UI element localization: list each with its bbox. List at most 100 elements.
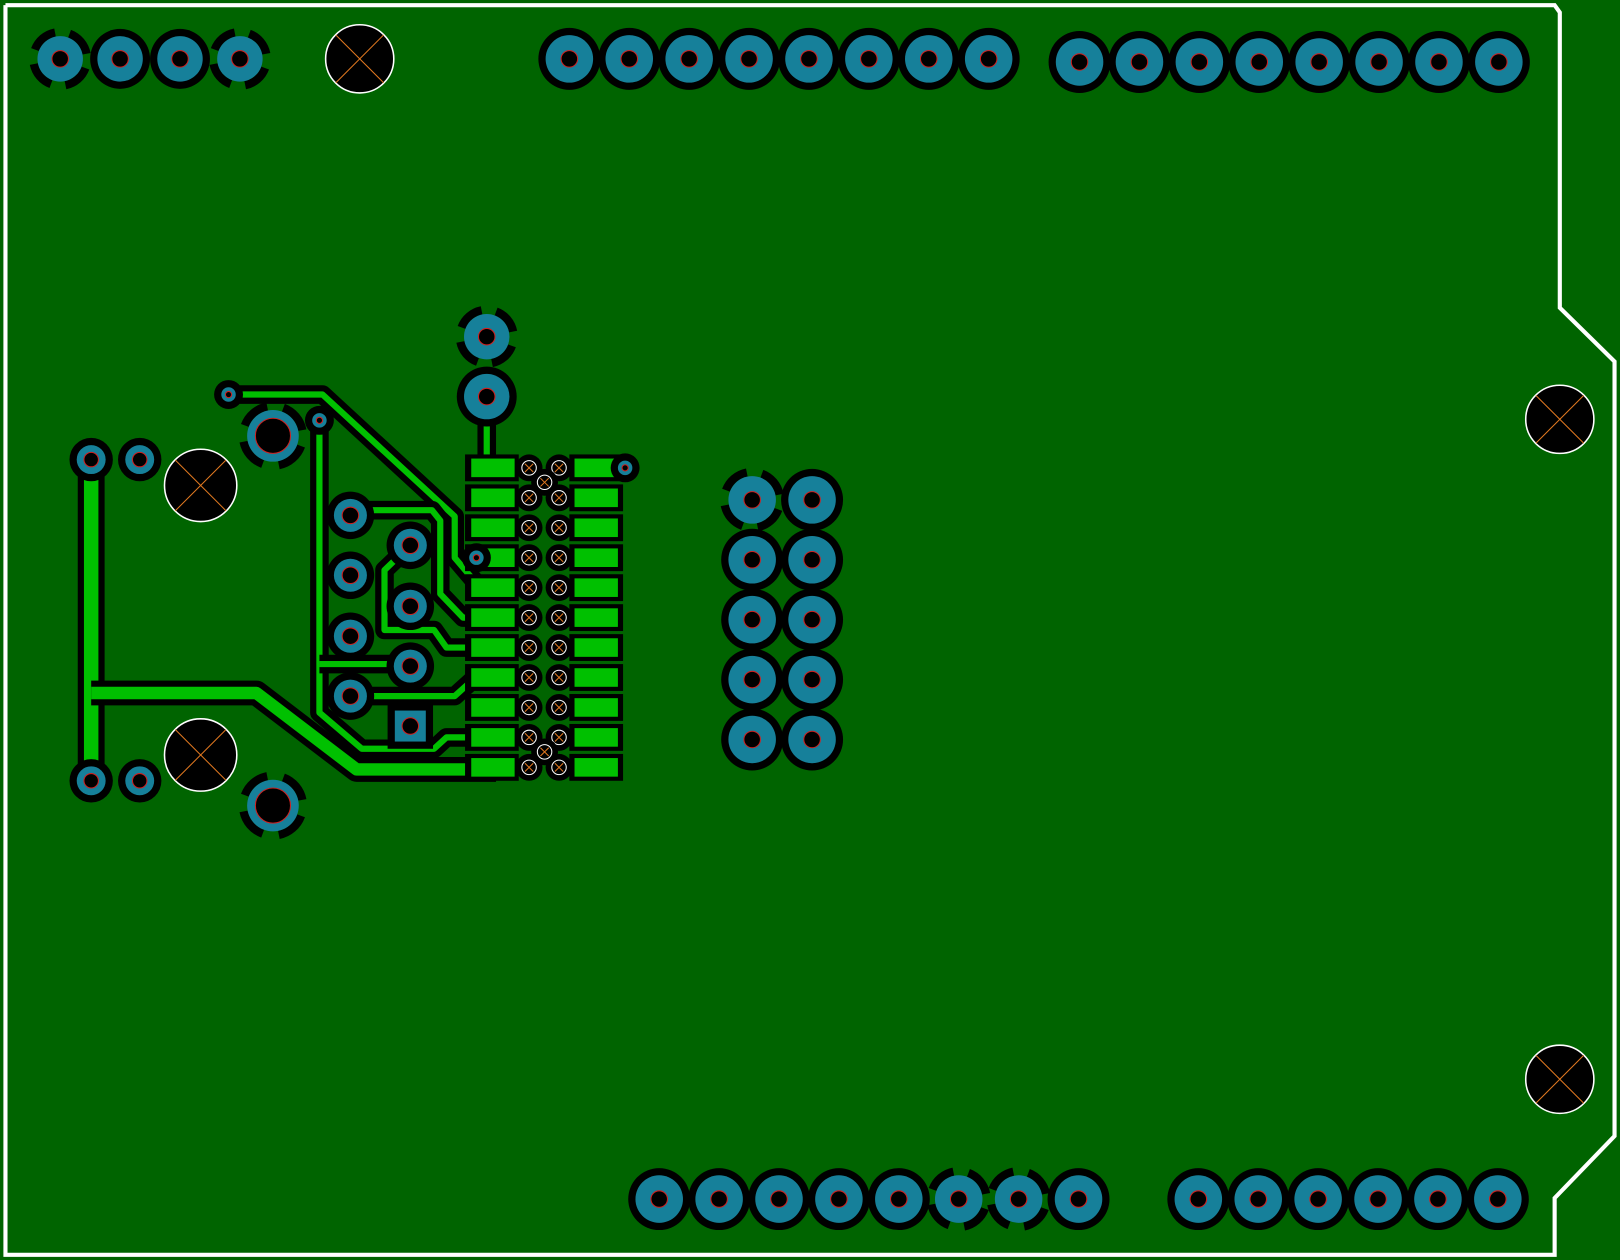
cross-icon [554, 762, 564, 772]
drill-hole [803, 491, 821, 509]
through-hole-pad [386, 642, 435, 690]
thermal-relief [238, 771, 308, 840]
board-outline [3, 3, 1617, 1257]
through-hole-pad [781, 588, 844, 651]
via-ring [521, 520, 537, 536]
drill-hole [1309, 1190, 1327, 1208]
through-hole-pad [1108, 30, 1171, 93]
thermal-relief [238, 401, 308, 470]
drill-hole [131, 451, 148, 468]
drill-hole [341, 687, 360, 705]
cross-icon [554, 732, 564, 742]
through-hole-pad [1288, 30, 1351, 93]
through-hole-pad [748, 1168, 810, 1231]
through-hole-pad [538, 27, 601, 90]
traces [77, 385, 497, 782]
through-hole-pad [1167, 1168, 1230, 1231]
drill-hole [341, 566, 360, 585]
through-hole-pad [807, 1168, 870, 1231]
drill-hole [254, 417, 292, 454]
cross-icon [524, 643, 534, 653]
via [545, 604, 573, 632]
through-hole-pad [214, 380, 243, 409]
drill-hole [620, 50, 639, 68]
trace [381, 543, 497, 651]
via-ring [551, 669, 567, 686]
cross-icon [554, 643, 564, 653]
smd-pad-right [574, 698, 618, 717]
mounting-hole [1524, 384, 1595, 455]
through-hole-pad [1228, 30, 1291, 93]
through-hole-pad [150, 28, 210, 89]
drill-hole [254, 787, 292, 824]
drill-hole [224, 390, 233, 399]
through-hole-pad [926, 1167, 991, 1232]
through-hole-pad [598, 27, 661, 90]
smd-pad-right [574, 458, 618, 478]
drill-hole [472, 554, 481, 562]
through-hole-pad [721, 708, 784, 771]
via-ring [521, 490, 537, 506]
through-hole-pad [986, 1167, 1051, 1232]
cross-icon [524, 583, 534, 593]
through-hole-pad [628, 1168, 691, 1231]
through-hole-pad [456, 366, 517, 427]
cross-icon [540, 747, 550, 757]
drill-hole [1429, 1190, 1447, 1208]
drill-hole [743, 610, 761, 629]
cross-icon [1535, 1055, 1585, 1104]
through-hole-pad [867, 1168, 930, 1231]
through-hole-pad [721, 588, 784, 651]
through-hole-pad [386, 582, 435, 630]
cross-icon [540, 477, 550, 487]
smd-pad-left [471, 638, 515, 657]
via [515, 694, 543, 721]
components [29, 24, 1595, 1232]
smd-pad-right [574, 638, 618, 657]
cross-icon [554, 673, 564, 683]
through-hole-pad [326, 551, 375, 600]
through-hole-pad [326, 491, 375, 540]
through-hole-pad [781, 528, 844, 591]
through-hole-pad [610, 453, 640, 483]
drill-hole [1490, 53, 1508, 71]
via-ring [521, 639, 537, 656]
drill-hole [1189, 1190, 1208, 1208]
drill-hole [680, 50, 698, 68]
through-hole-pad [777, 27, 840, 90]
through-hole-pad [1407, 30, 1470, 93]
drill-hole [860, 50, 878, 68]
via-ring [521, 759, 537, 776]
through-hole-pad [1287, 1168, 1350, 1231]
via-ring [551, 609, 567, 626]
smd-pad-left [471, 698, 515, 717]
through-hole-pad [957, 27, 1020, 90]
drill-hole [1489, 1190, 1507, 1208]
smd-pad-right [574, 668, 618, 687]
via-ring [521, 609, 537, 626]
via-ring [521, 549, 537, 566]
drill-hole [621, 464, 629, 472]
via [545, 544, 573, 572]
cross-icon [1535, 395, 1585, 444]
smd-pad-left [471, 578, 515, 597]
cross-icon [524, 673, 534, 683]
through-hole-pad [721, 648, 784, 711]
drill-hole [231, 50, 249, 68]
drill-hole [560, 50, 579, 68]
drill-hole [743, 491, 761, 509]
drill-hole [803, 550, 821, 569]
smd-pad-right [574, 608, 618, 627]
drill-hole [1369, 1190, 1387, 1208]
via-ring [536, 744, 553, 760]
drill-hole [1370, 53, 1388, 71]
cross-icon [524, 732, 534, 742]
drill-hole [401, 536, 420, 555]
cross-icon [554, 463, 564, 473]
smd-pad-right [574, 578, 618, 597]
via-ring [521, 460, 537, 476]
via [515, 544, 543, 572]
smd-pad-left [471, 608, 515, 627]
drill-hole [341, 506, 360, 525]
